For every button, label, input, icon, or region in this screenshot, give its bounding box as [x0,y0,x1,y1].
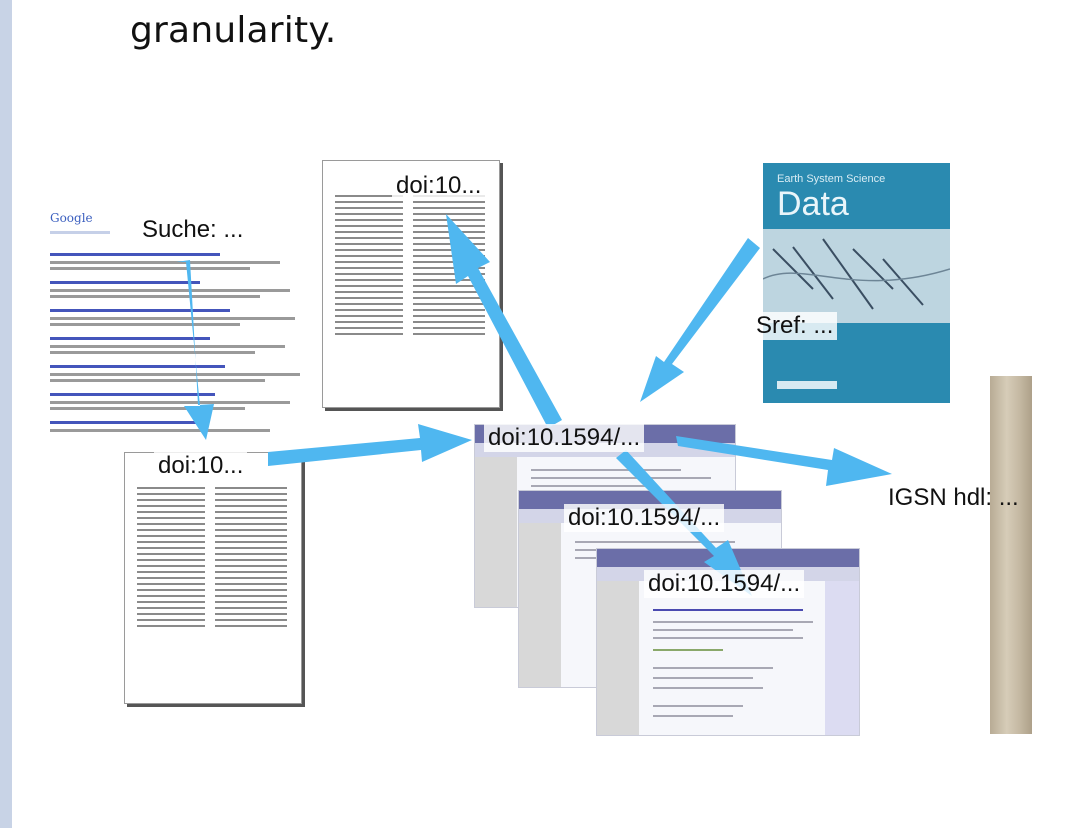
slide-heading: granularity. [130,10,337,51]
cover-graph [763,229,950,323]
label-doi-mid: doi:10.1594/... [564,504,725,532]
arrow-dataset-to-igsn [676,436,892,486]
sediment-core-image [990,376,1032,734]
label-doi-left: doi:10... [154,452,248,480]
publisher-logo [777,381,837,389]
arrow-sref-to-dataset [640,238,760,402]
arrow-dataset-to-top-article [446,214,562,428]
label-sref: Sref: ... [752,312,838,340]
search-logo: Google [50,211,93,225]
journal-title: Data [777,185,849,223]
label-doi-top: doi:10... [392,172,486,200]
journal-series: Earth System Science [777,173,886,185]
article-thumbnail-top [322,160,500,408]
arrow-search-to-doi [176,260,214,440]
label-doi-front: doi:10.1594/... [644,570,805,598]
journal-cover: Earth System Science Data [763,163,950,403]
label-igsn: IGSN hdl: ... [888,484,1019,511]
label-doi-center: doi:10.1594/... [484,424,645,452]
label-search: Suche: ... [138,216,248,244]
article-thumbnail-left [124,452,302,704]
arrow-doi-to-dataset [268,424,472,466]
search-results-thumbnail: Google [44,205,334,445]
